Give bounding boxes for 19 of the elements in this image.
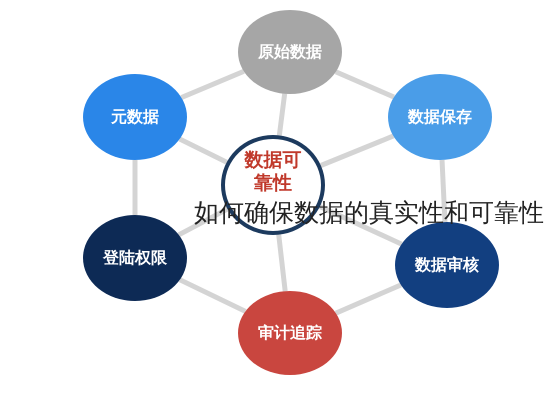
connector-line [178, 136, 228, 164]
connector-line [320, 134, 394, 168]
connector-line [334, 282, 402, 316]
node-label: 数据审核 [415, 254, 479, 276]
node-label: 数据保存 [408, 106, 472, 128]
connector-line [132, 160, 138, 215]
connector-line [180, 69, 245, 100]
connector-line [276, 93, 288, 136]
connector-line [178, 206, 229, 238]
node-label: 元数据 [111, 106, 159, 128]
connector-line [178, 277, 246, 314]
connector-line [276, 234, 288, 292]
node-label: 登陆权限 [103, 248, 167, 268]
node-label: 审计追踪 [258, 322, 322, 344]
connector-line [334, 70, 395, 100]
connector-line [440, 160, 448, 222]
node-label: 数据可靠性 [243, 149, 302, 195]
node-label: 原始数据 [258, 42, 322, 62]
connector-line [318, 204, 403, 246]
